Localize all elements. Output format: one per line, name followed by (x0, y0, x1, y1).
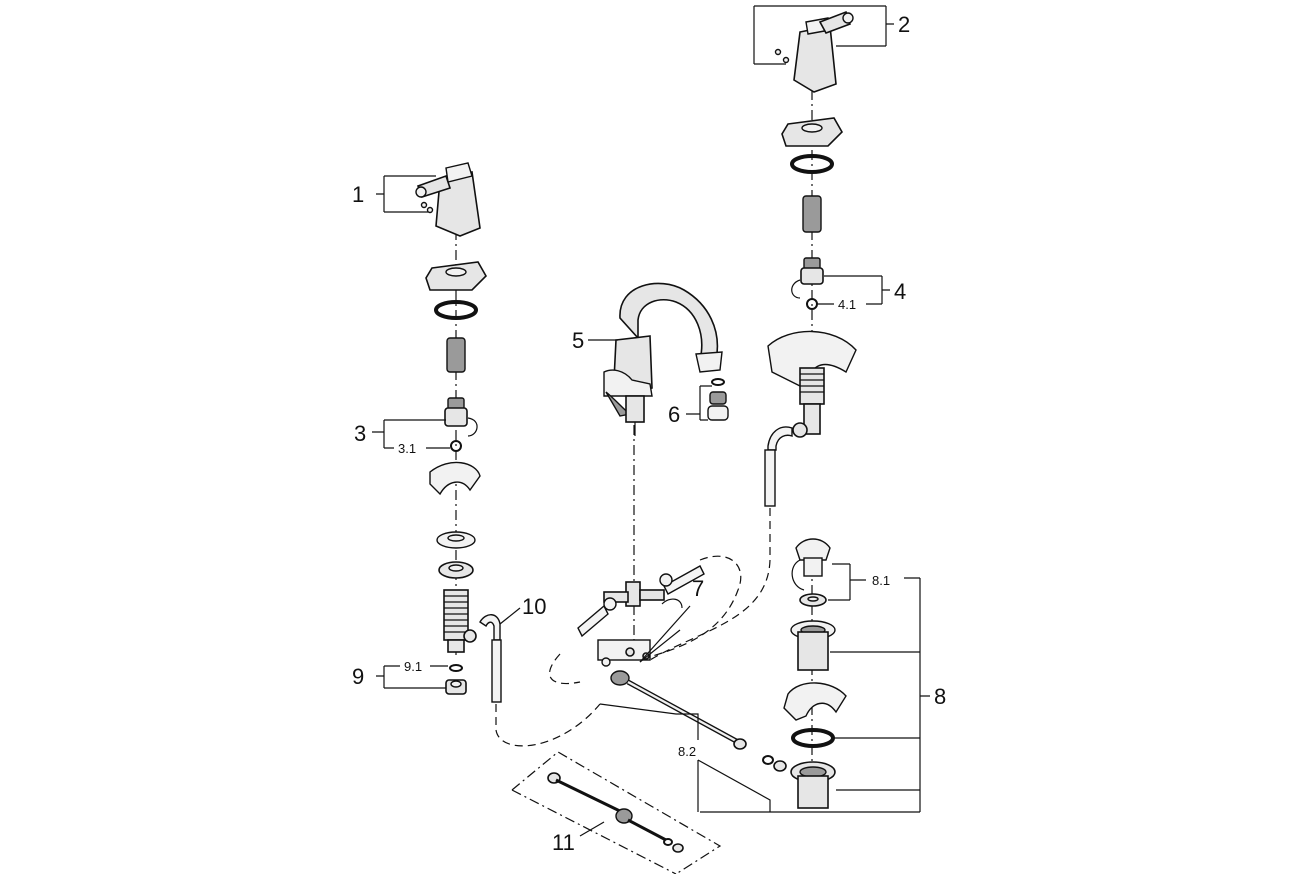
drain-body-upper (797, 631, 829, 671)
callout-4-1: 4.1 (838, 297, 856, 312)
callout-11: 11 (552, 830, 575, 855)
drain-stopper-cap (795, 538, 831, 561)
callout-2: 2 (898, 12, 910, 37)
drain-sink-section (783, 682, 847, 721)
drain-tailpiece (797, 775, 829, 809)
left-cartridge-seal (450, 440, 462, 452)
callout-8-2: 8.2 (678, 744, 696, 759)
left-nut-washer (449, 664, 463, 672)
callout-9-1: 9.1 (404, 659, 422, 674)
drain-assembly (783, 538, 847, 809)
spout-outlet (695, 351, 723, 373)
right-handle-assembly (767, 10, 857, 438)
left-handle-assembly (415, 162, 487, 695)
popup-rod-assembly (597, 639, 787, 772)
callout-9: 9 (352, 664, 364, 689)
callout-3: 3 (354, 421, 366, 446)
callout-5: 5 (572, 328, 584, 353)
rod-pivot-nut (610, 670, 630, 686)
right-hose (649, 426, 793, 661)
rod-seal (762, 755, 774, 765)
callout-7: 7 (692, 576, 704, 601)
left-sink-section (429, 461, 481, 496)
callout-4: 4 (894, 279, 906, 304)
right-extension-sleeve (802, 195, 822, 233)
aerator-washer (711, 378, 725, 386)
right-handle (774, 10, 854, 93)
spout-shank (625, 395, 645, 423)
aerator-insert (709, 391, 727, 405)
left-handle (415, 162, 481, 237)
left-extension-sleeve (446, 337, 466, 373)
spout-deck-section (603, 369, 653, 397)
leader-lines (372, 5, 930, 837)
callout-8-1: 8.1 (872, 573, 890, 588)
drain-gasket (791, 728, 835, 748)
callout-8: 8 (934, 684, 946, 709)
aerator-housing (707, 405, 729, 421)
tee-hose-right (663, 565, 705, 595)
left-cartridge (444, 397, 478, 437)
callout-3-1: 3.1 (398, 441, 416, 456)
spout-assembly (603, 282, 729, 436)
center-lines (455, 70, 813, 790)
tee-connector-assembly (549, 555, 742, 685)
callout-6: 6 (668, 402, 680, 427)
left-escutcheon-hole (445, 267, 467, 277)
kit-11-box (511, 751, 722, 875)
right-cartridge (791, 257, 824, 299)
callout-1: 1 (352, 182, 364, 207)
rod-nut (773, 760, 787, 772)
callout-labels: 1 2 3 3.1 4 4.1 5 6 7 8 8.1 8.2 9 9.1 10… (352, 12, 946, 855)
left-hose (479, 614, 601, 747)
right-cartridge-seal (806, 298, 818, 310)
right-oring (790, 154, 834, 174)
left-oring (434, 300, 478, 320)
callout-10: 10 (522, 594, 546, 619)
tee-hose-left (577, 604, 609, 638)
